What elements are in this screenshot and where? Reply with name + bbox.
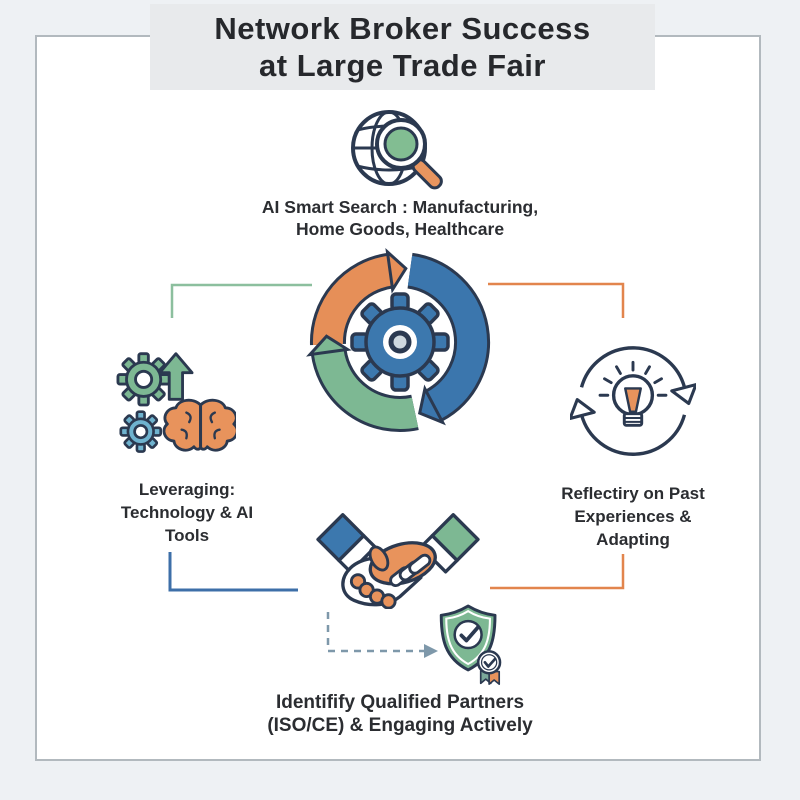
- green-gear-icon: [116, 352, 171, 407]
- caption-leveraging-line3: Tools: [164, 526, 210, 545]
- blue-gear-icon: [119, 410, 163, 453]
- caption-reflect-line2: Experiences &: [574, 507, 692, 526]
- caption-reflect-line3: Adapting: [596, 530, 670, 549]
- process-cycle-gear-icon: [306, 248, 491, 432]
- caption-ai-smart-search: AI Smart Search : Manufacturing, Home Go…: [230, 197, 570, 240]
- caption-partners-line1: Identifify Qualified Partners: [275, 692, 525, 713]
- caption-ai-smart-search-line2: Home Goods, Healthcare: [295, 218, 505, 239]
- up-arrow-icon: [158, 352, 194, 401]
- rosette-badge: [476, 650, 502, 685]
- brain-icon: [162, 398, 236, 452]
- caption-leveraging-line1: Leveraging:: [138, 480, 236, 499]
- page-title-line1: Network Broker Success: [214, 11, 591, 46]
- caption-reflecting-experiences: Reflectiry on Past Experiences & Adaptin…: [543, 482, 723, 551]
- page-title-line2: at Large Trade Fair: [259, 48, 546, 83]
- orange-hand: [368, 541, 437, 586]
- orange-knuckles: [349, 573, 397, 609]
- lightbulb-icon: [598, 360, 668, 427]
- title-banner: Network Broker Success at Large Trade Fa…: [150, 4, 655, 90]
- handshake-icon: [316, 513, 480, 609]
- connector-bottom-left-blue: [168, 552, 298, 592]
- dashed-arrow-to-shield-icon: [326, 612, 438, 658]
- lightbulb-refresh-icon: [570, 346, 696, 456]
- white-fingers: [389, 553, 432, 588]
- caption-identify-partners: Identifify Qualified Partners (ISO/CE) &…: [230, 691, 570, 737]
- connector-top-right-orange: [488, 282, 625, 318]
- shield-inner-line: [445, 609, 492, 666]
- connector-top-left-green: [170, 283, 312, 318]
- caption-reflect-line1: Reflectiry on Past: [561, 484, 705, 503]
- check-mark: [459, 625, 481, 643]
- caption-ai-smart-search-line1: AI Smart Search : Manufacturing,: [261, 197, 539, 217]
- gear-icon: [350, 292, 450, 392]
- shield-check-certified-icon: [439, 604, 502, 685]
- check-circle: [453, 619, 483, 650]
- orange-thumb: [368, 545, 390, 572]
- caption-partners-line2: (ISO/CE) & Engaging Actively: [267, 715, 533, 736]
- caption-leveraging-line2: Technology & AI: [120, 503, 254, 522]
- globe-magnifier-icon: [351, 110, 443, 190]
- gears-arrow-brain-icon: [116, 352, 236, 453]
- connector-bottom-right-orange: [490, 554, 625, 590]
- caption-leveraging-technology: Leveraging: Technology & AI Tools: [97, 478, 277, 547]
